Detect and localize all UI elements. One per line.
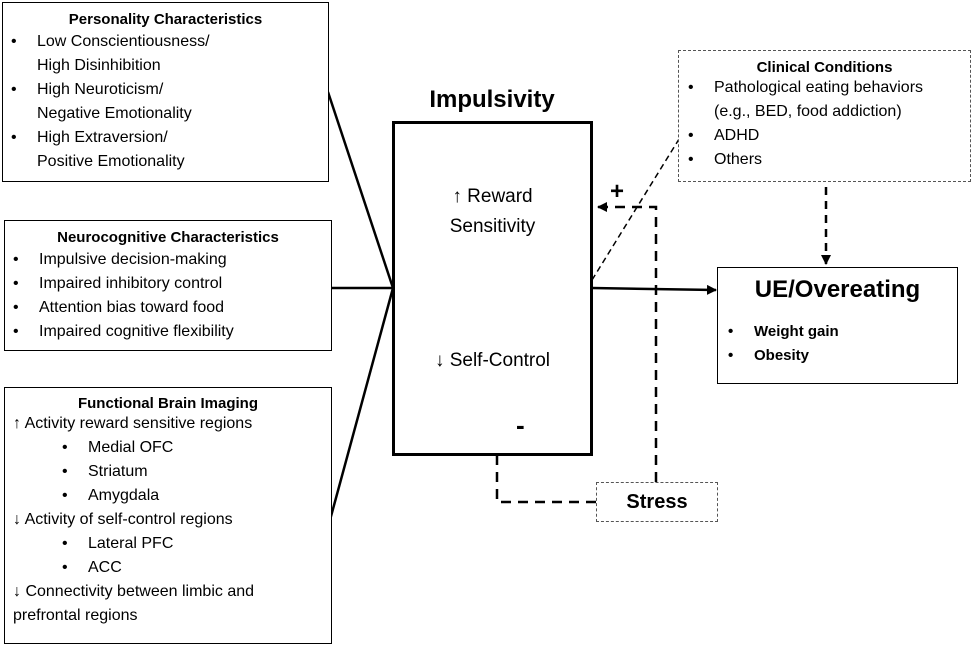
clinical-conditions-title: Clinical Conditions <box>756 59 893 76</box>
list-item: ADHD <box>688 124 970 148</box>
personality-title: Personality Characteristics <box>68 11 263 28</box>
stress-label: Stress <box>626 491 688 513</box>
neurocognitive-box: Neurocognitive Characteristics Impulsive… <box>4 220 332 351</box>
list-item: Impulsive decision-making <box>13 248 331 272</box>
list-item: ACC <box>62 556 331 580</box>
negative-sign: - <box>516 410 525 440</box>
list-item: Low Conscientiousness/High Disinhibition <box>11 30 328 78</box>
list-item: Pathological eating behaviors(e.g., BED,… <box>688 76 970 124</box>
list-item: Striatum <box>62 460 331 484</box>
self-control-regions-heading: ↓ Activity of self-control regions <box>13 511 233 528</box>
personality-connector <box>326 91 395 289</box>
self-control-label: ↓ Self-Control <box>434 350 551 371</box>
brain-imaging-list: ↑ Activity reward sensitive regions <box>5 412 331 436</box>
outcome-title: UE/Overeating <box>754 276 921 303</box>
outcome-box: UE/Overeating Weight gain Obesity <box>717 267 958 384</box>
brain-imaging-box: Functional Brain Imaging ↑ Activity rewa… <box>4 387 332 644</box>
positive-sign: + <box>610 178 625 205</box>
list-item: Others <box>688 148 970 172</box>
stress-box: Stress <box>596 482 718 522</box>
personality-list: Low Conscientiousness/High Disinhibition… <box>3 30 328 174</box>
stress-to-reward-arrow <box>597 202 658 482</box>
brain-imaging-connector <box>328 287 395 521</box>
personality-box: Personality Characteristics Low Conscien… <box>2 2 329 182</box>
list-item: Impaired cognitive flexibility <box>13 320 331 344</box>
reward-regions-list: Medial OFC Striatum Amygdala <box>5 436 331 508</box>
neurocognitive-list: Impulsive decision-making Impaired inhib… <box>5 248 331 344</box>
list-item: Lateral PFC <box>62 532 331 556</box>
clinical-to-impulsivity-dashed <box>591 109 698 281</box>
list-item: Weight gain <box>728 320 957 344</box>
list-item: Amygdala <box>62 484 331 508</box>
neurocognitive-title: Neurocognitive Characteristics <box>57 229 279 246</box>
list-item: High Extraversion/Positive Emotionality <box>11 126 328 174</box>
brain-imaging-title: Functional Brain Imaging <box>77 395 258 412</box>
list-item: Attention bias toward food <box>13 296 331 320</box>
clinical-conditions-box: Clinical Conditions Pathological eating … <box>678 50 971 182</box>
list-item: Medial OFC <box>62 436 331 460</box>
list-item: Impaired inhibitory control <box>13 272 331 296</box>
outcome-list: Weight gain Obesity <box>718 320 957 368</box>
impulsivity-to-outcome-arrow <box>591 284 717 295</box>
clinical-conditions-list: Pathological eating behaviors(e.g., BED,… <box>679 76 970 172</box>
reward-regions-heading: ↑ Activity reward sensitive regions <box>13 415 253 432</box>
impulsivity-title: Impulsivity <box>429 86 555 113</box>
list-item: Obesity <box>728 344 957 368</box>
list-item: High Neuroticism/Negative Emotionality <box>11 78 328 126</box>
self-control-regions-list: Lateral PFC ACC <box>5 532 331 580</box>
